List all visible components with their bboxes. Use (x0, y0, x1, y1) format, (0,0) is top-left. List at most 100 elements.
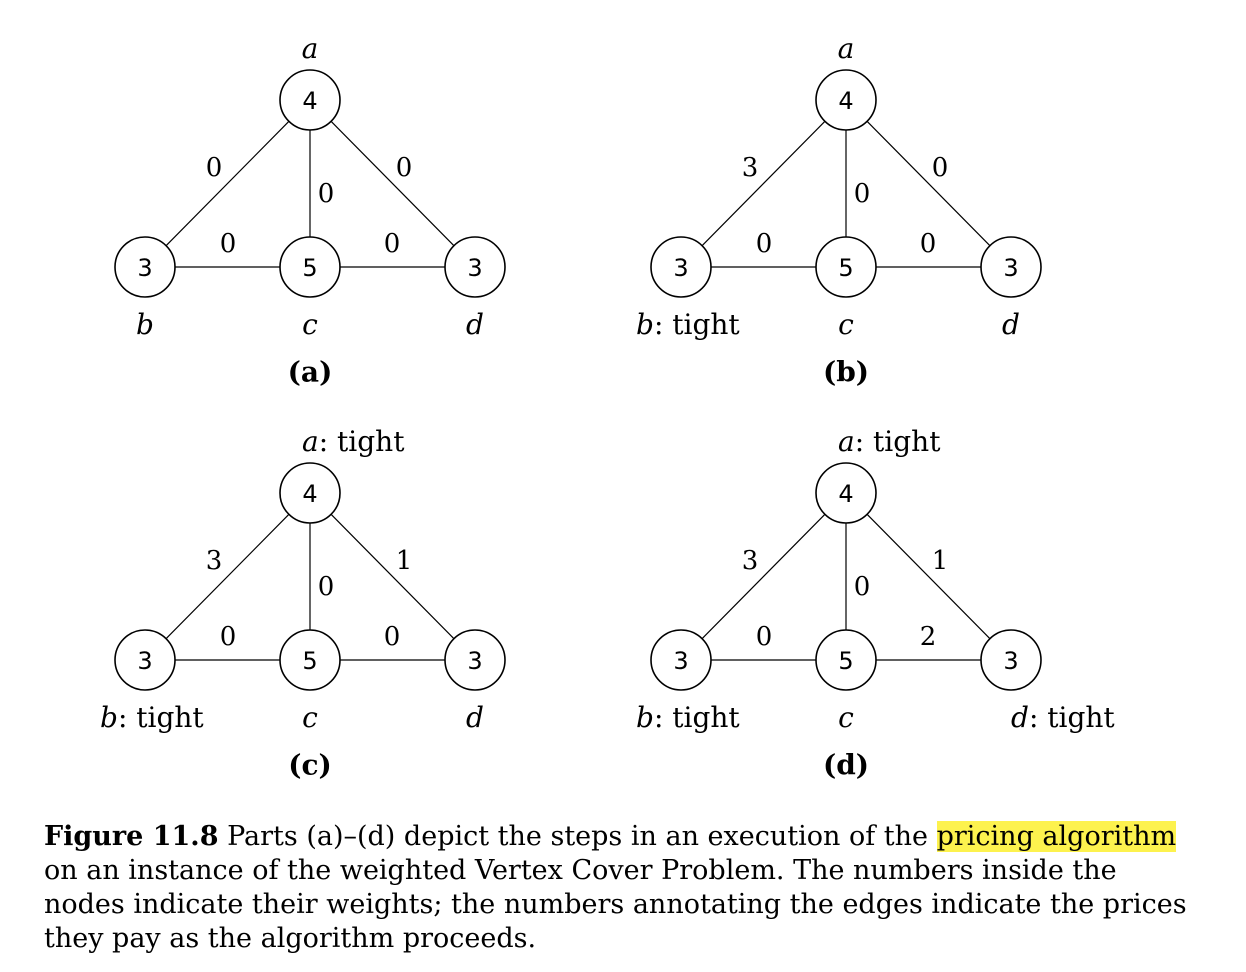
edge-ab (165, 120, 290, 247)
node-status-d: : tight (1029, 701, 1115, 734)
panel-label-b: (b) (823, 356, 869, 389)
node-name-a: a (838, 32, 855, 65)
edge-price-cd: 0 (384, 229, 401, 259)
node-label-d: d (466, 308, 484, 341)
node-label-c: c (838, 701, 854, 734)
figure-number: Figure 11.8 (44, 821, 219, 852)
node-label-b: b: tight (636, 701, 740, 734)
node-c (279, 236, 341, 298)
edge-ad (866, 513, 991, 640)
edge-ab (701, 513, 826, 640)
node-d (444, 236, 506, 298)
node-weight-d: 3 (467, 647, 482, 675)
edge-ab (701, 120, 826, 247)
node-c (815, 236, 877, 298)
node-label-d: d: tight (1011, 701, 1115, 734)
node-name-b: b (136, 308, 154, 341)
node-name-d: d (466, 701, 484, 734)
caption-highlight: pricing algorithm (936, 821, 1177, 852)
node-label-c: c (302, 701, 318, 734)
node-name-d: d (1002, 308, 1020, 341)
node-d (980, 236, 1042, 298)
node-status-a: : tight (855, 425, 941, 458)
node-label-c: c (302, 308, 318, 341)
figure-caption: Figure 11.8 Parts (a)–(d) depict the ste… (44, 820, 1204, 956)
node-label-c: c (838, 308, 854, 341)
node-name-b: b (636, 308, 654, 341)
edge-price-ab: 3 (742, 153, 759, 183)
edge-ad (866, 120, 991, 247)
node-name-c: c (302, 701, 318, 734)
node-status-b: : tight (654, 308, 740, 341)
node-weight-b: 3 (137, 254, 152, 282)
node-weight-d: 3 (467, 254, 482, 282)
node-label-a: a (838, 32, 855, 65)
edge-price-ab: 3 (206, 546, 223, 576)
node-weight-c: 5 (302, 254, 317, 282)
node-c (279, 629, 341, 691)
node-name-d: d (466, 308, 484, 341)
panel-label-a: (a) (288, 356, 333, 389)
node-weight-b: 3 (137, 647, 152, 675)
node-d (444, 629, 506, 691)
node-name-a: a (302, 425, 319, 458)
node-weight-c: 5 (838, 647, 853, 675)
node-weight-b: 3 (673, 647, 688, 675)
node-name-b: b (100, 701, 118, 734)
edge-price-ac: 0 (854, 572, 871, 602)
caption-text-after: on an instance of the weighted Vertex Co… (44, 855, 1187, 954)
node-label-a: a: tight (302, 425, 405, 458)
edge-price-bc: 0 (756, 622, 773, 652)
node-name-d: d (1011, 701, 1029, 734)
edge-price-ad: 0 (932, 153, 949, 183)
edge-price-ac: 0 (318, 572, 335, 602)
node-name-c: c (838, 308, 854, 341)
panel-a: 0 0 0 0 0 4 a 3 b 5 c 3 d (a) (114, 32, 506, 389)
edge-price-ad: 1 (932, 546, 949, 576)
caption-text-before: Parts (a)–(d) depict the steps in an exe… (218, 821, 937, 852)
node-status-b: : tight (118, 701, 204, 734)
node-name-c: c (302, 308, 318, 341)
node-a (815, 69, 877, 131)
node-label-a: a: tight (838, 425, 941, 458)
node-b (114, 236, 176, 298)
node-weight-d: 3 (1003, 254, 1018, 282)
edge-price-cd: 0 (384, 622, 401, 652)
edge-ab (165, 513, 290, 640)
node-label-a: a (302, 32, 319, 65)
node-status-a: : tight (319, 425, 405, 458)
node-name-b: b (636, 701, 654, 734)
node-d (980, 629, 1042, 691)
node-label-b: b: tight (636, 308, 740, 341)
node-a (279, 69, 341, 131)
edge-price-ac: 0 (318, 179, 335, 209)
node-a (279, 462, 341, 524)
node-name-a: a (838, 425, 855, 458)
node-weight-a: 4 (302, 480, 317, 508)
edge-ad (330, 120, 455, 247)
edge-price-bc: 0 (220, 229, 237, 259)
edge-price-bc: 0 (220, 622, 237, 652)
edge-price-cd: 0 (920, 229, 937, 259)
node-weight-c: 5 (302, 647, 317, 675)
node-status-b: : tight (654, 701, 740, 734)
edge-price-ab: 0 (206, 153, 223, 183)
edge-price-ad: 0 (396, 153, 413, 183)
node-weight-a: 4 (838, 87, 853, 115)
edge-price-ac: 0 (854, 179, 871, 209)
edge-price-ad: 1 (396, 546, 413, 576)
node-a (815, 462, 877, 524)
node-b (114, 629, 176, 691)
node-weight-a: 4 (302, 87, 317, 115)
node-b (650, 236, 712, 298)
panel-label-d: (d) (823, 749, 869, 782)
node-name-a: a (302, 32, 319, 65)
edge-price-cd: 2 (920, 622, 937, 652)
node-label-b: b (136, 308, 154, 341)
node-label-d: d (466, 701, 484, 734)
edge-price-ab: 3 (742, 546, 759, 576)
